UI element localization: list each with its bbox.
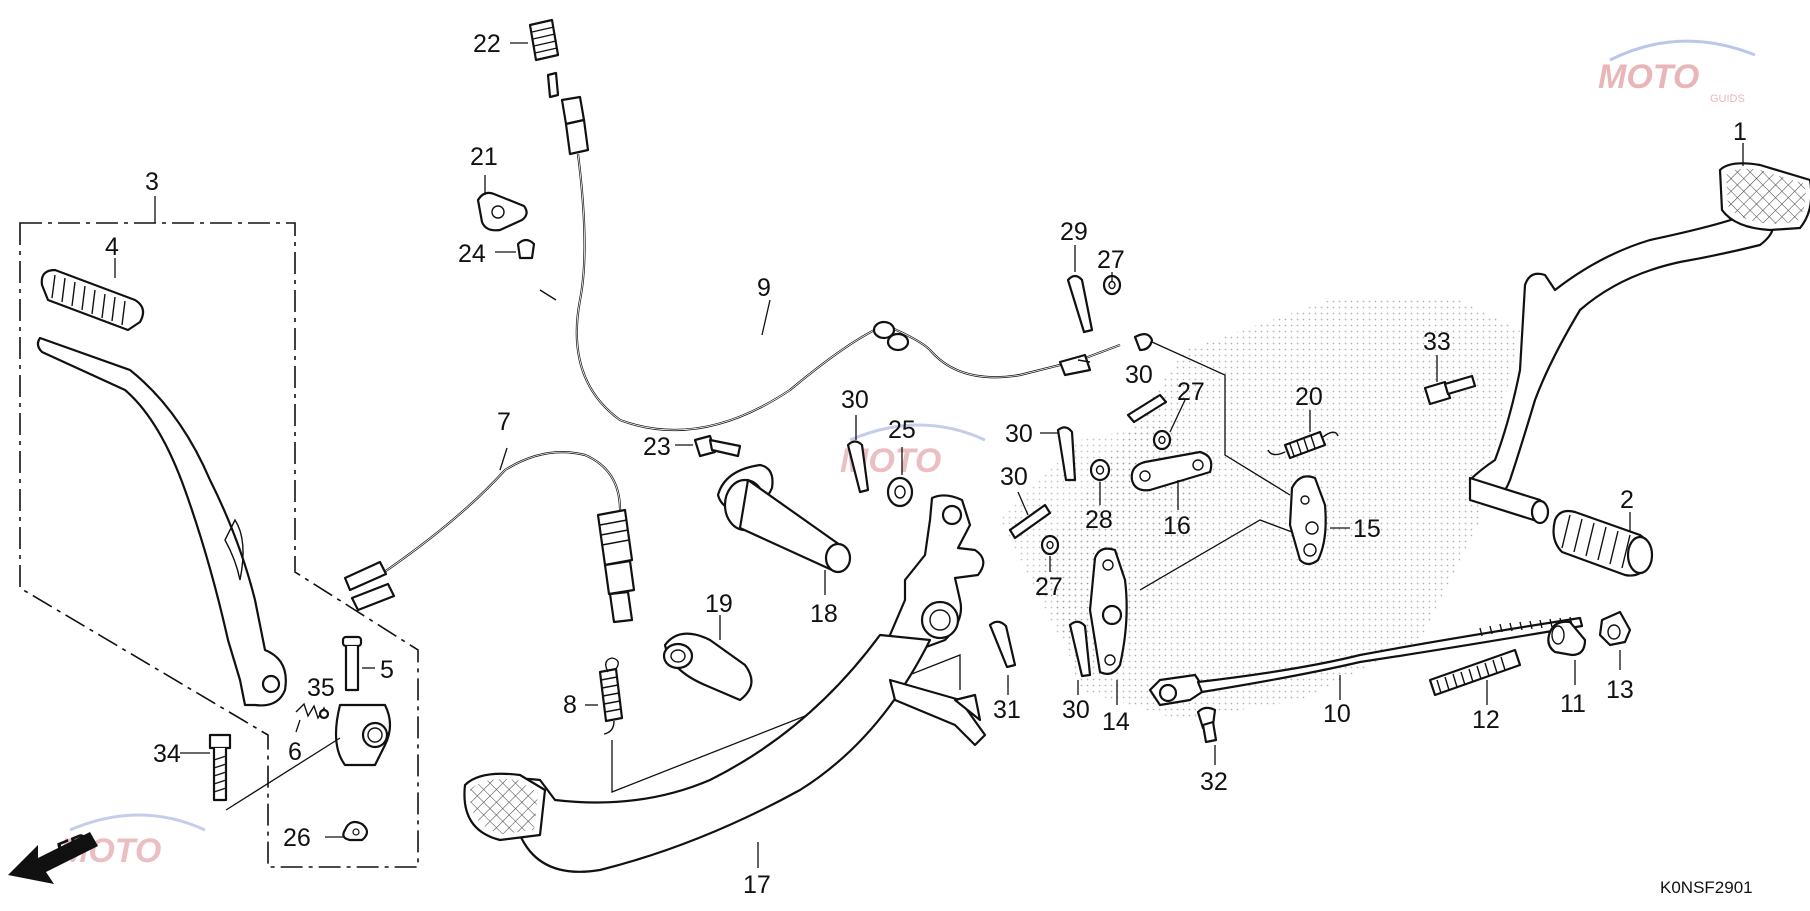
part-30-pin-a bbox=[846, 440, 870, 494]
leader-34-line bbox=[225, 737, 341, 811]
part-9-cable bbox=[539, 95, 1154, 432]
callout-25: 25 bbox=[888, 416, 916, 444]
callout-24: 24 bbox=[458, 240, 486, 268]
part-23-bolt bbox=[693, 434, 742, 458]
callout-4: 4 bbox=[105, 233, 119, 261]
part-4-grip bbox=[40, 268, 145, 332]
part-18-shaft bbox=[716, 463, 852, 574]
callout-5: 5 bbox=[380, 656, 394, 684]
callout-3: 3 bbox=[145, 168, 159, 196]
part-2-rubber bbox=[1552, 509, 1654, 577]
callout-27c: 27 bbox=[1035, 573, 1063, 601]
part-30-pin-d bbox=[1008, 503, 1052, 540]
part-17-pedal bbox=[463, 494, 987, 873]
callout-14: 14 bbox=[1102, 708, 1130, 736]
callout-32: 32 bbox=[1200, 768, 1228, 796]
part-5-pin bbox=[341, 635, 363, 692]
part-6-ball bbox=[318, 708, 330, 720]
callout-20: 20 bbox=[1295, 383, 1323, 411]
callout-7: 7 bbox=[497, 408, 511, 436]
part-30-pin-c bbox=[1056, 426, 1077, 482]
callout-35: 35 bbox=[307, 674, 335, 702]
callout-30a: 30 bbox=[841, 386, 869, 414]
callout-1: 1 bbox=[1733, 118, 1747, 146]
callout-19: 19 bbox=[705, 590, 733, 618]
leader-14-line bbox=[1139, 519, 1301, 591]
part-34-bolt bbox=[208, 733, 232, 802]
watermark-brand: MOTO bbox=[1598, 58, 1699, 96]
part-10-rod bbox=[1148, 616, 1584, 707]
part-12-spring bbox=[1428, 648, 1522, 697]
part-16-link bbox=[1130, 450, 1213, 492]
leader-7 bbox=[499, 447, 508, 471]
part-1-lever bbox=[1468, 162, 1810, 525]
callout-29: 29 bbox=[1060, 218, 1088, 246]
leader-6 bbox=[295, 719, 301, 733]
callout-30b: 30 bbox=[1125, 361, 1153, 389]
callout-16: 16 bbox=[1163, 512, 1191, 540]
callout-33: 33 bbox=[1423, 328, 1451, 356]
callout-23: 23 bbox=[643, 433, 671, 461]
callout-26: 26 bbox=[283, 824, 311, 852]
part-20-spring bbox=[1267, 430, 1339, 460]
callout-8: 8 bbox=[563, 691, 577, 719]
part-27-washer-c bbox=[1040, 534, 1060, 556]
callout-12: 12 bbox=[1472, 706, 1500, 734]
part-30-pin-b bbox=[1126, 393, 1168, 424]
leader-30d bbox=[1017, 491, 1029, 516]
part-29-pin bbox=[1066, 274, 1094, 334]
callout-13: 13 bbox=[1606, 676, 1634, 704]
callout-17: 17 bbox=[743, 871, 771, 899]
part-11-joint bbox=[1547, 620, 1587, 657]
callout-labels: 1 2 3 4 5 6 7 8 9 10 11 12 13 14 15 16 1… bbox=[105, 30, 1753, 899]
part-7-switch bbox=[343, 451, 636, 624]
callout-6: 6 bbox=[288, 738, 302, 766]
callout-30d: 30 bbox=[1000, 463, 1028, 491]
leader-9 bbox=[761, 299, 771, 336]
callout-27a: 27 bbox=[1097, 246, 1125, 274]
part-21-clamp bbox=[476, 191, 528, 232]
part-30-pin-e bbox=[1068, 620, 1092, 678]
watermark-sub: GUIDS bbox=[1710, 93, 1745, 105]
part-19-bushing bbox=[662, 632, 753, 702]
callout-22: 22 bbox=[473, 30, 501, 58]
part-14-arm bbox=[1088, 547, 1128, 675]
callout-34: 34 bbox=[153, 740, 181, 768]
callout-11: 11 bbox=[1560, 690, 1586, 718]
leader-15-line bbox=[1151, 341, 1291, 496]
callout-2: 2 bbox=[1620, 486, 1634, 514]
part-26-clip bbox=[342, 820, 369, 842]
callout-30c: 30 bbox=[1005, 420, 1033, 448]
callout-18: 18 bbox=[810, 600, 838, 628]
callout-31: 31 bbox=[993, 696, 1021, 724]
callout-9: 9 bbox=[757, 274, 771, 302]
part-22-adjuster bbox=[528, 18, 560, 99]
part-33-bolt bbox=[1423, 374, 1477, 406]
callout-10: 10 bbox=[1323, 700, 1351, 728]
callout-21: 21 bbox=[470, 143, 498, 171]
callout-15: 15 bbox=[1353, 515, 1381, 543]
callout-27b: 27 bbox=[1177, 378, 1205, 406]
part-24-screw bbox=[516, 238, 536, 260]
callout-30e: 30 bbox=[1062, 696, 1090, 724]
part-31-pin bbox=[988, 620, 1017, 669]
front-arrow-icon: FR. bbox=[8, 826, 98, 884]
leader-27b bbox=[1169, 399, 1186, 433]
part-35-spring bbox=[295, 702, 327, 720]
watermark-logo-top-right: MOTO GUIDS bbox=[1598, 39, 1756, 105]
part-8-spring bbox=[598, 657, 624, 735]
leader-8-line bbox=[611, 654, 961, 793]
part-3-lever bbox=[36, 336, 287, 707]
part-15-bracket bbox=[1288, 475, 1327, 566]
shift-clamp bbox=[334, 703, 392, 767]
part-25-washer bbox=[886, 476, 914, 508]
diagram-code: K0NSF2901 bbox=[1660, 878, 1753, 897]
part-32-bolt bbox=[1196, 706, 1218, 744]
part-28-washer bbox=[1089, 458, 1111, 482]
part-27-washer-b bbox=[1152, 429, 1172, 451]
kit-outline bbox=[19, 222, 419, 868]
callout-28: 28 bbox=[1085, 506, 1113, 534]
part-13-nut bbox=[1598, 610, 1632, 647]
